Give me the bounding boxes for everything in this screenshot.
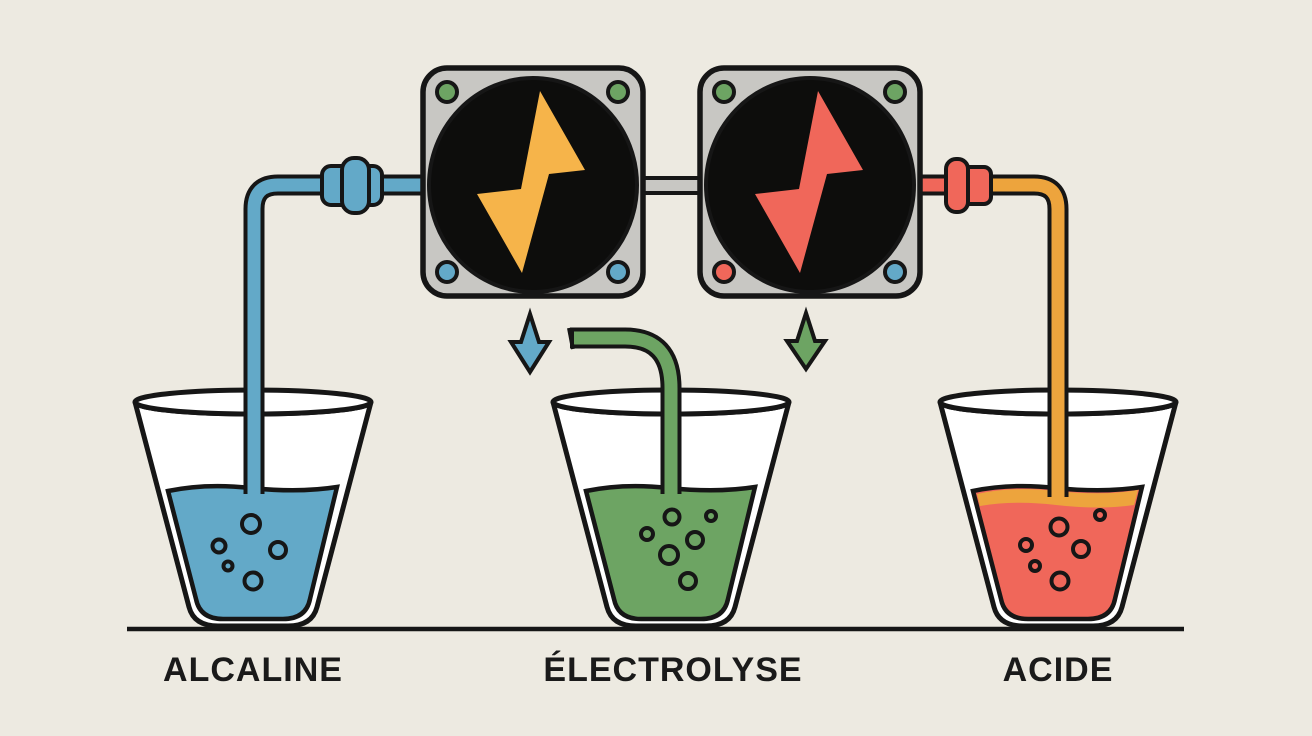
bubble xyxy=(678,571,698,591)
bubble xyxy=(685,530,705,550)
corner-dot xyxy=(883,260,907,284)
beaker-liquid xyxy=(165,483,340,622)
corner-dots xyxy=(712,80,907,284)
arrow-down-icon xyxy=(507,307,553,376)
bubble xyxy=(639,526,655,542)
tube-blue xyxy=(243,174,430,494)
bubble xyxy=(242,570,264,592)
corner-dot xyxy=(712,260,736,284)
corner-dot xyxy=(712,80,736,104)
bubble xyxy=(704,509,718,523)
bubble xyxy=(1048,516,1070,538)
power-module-left xyxy=(420,65,646,299)
label-electrolyse: ÉLECTROLYSE xyxy=(543,651,802,689)
corner-dot xyxy=(435,80,459,104)
tube-fill xyxy=(574,331,678,494)
connector-bar xyxy=(635,176,705,195)
label-acide: ACIDE xyxy=(1003,651,1114,689)
tube-fitting-coral xyxy=(944,157,993,214)
tube-fill xyxy=(986,178,1065,497)
lightning-bolt-icon xyxy=(755,91,863,273)
beaker-alcaline xyxy=(132,387,374,629)
corner-dots xyxy=(435,80,630,284)
corner-dot xyxy=(606,80,630,104)
tube-fitting-blue xyxy=(320,156,384,215)
power-module-right xyxy=(697,65,923,299)
bubble xyxy=(1093,508,1107,522)
bubble xyxy=(1071,539,1091,559)
bubble xyxy=(658,544,680,566)
bubbles xyxy=(639,507,718,591)
tube-fill xyxy=(247,178,430,494)
bubble xyxy=(240,513,262,535)
label-alcaline: ALCALINE xyxy=(163,651,343,689)
lightning-bolt-icon xyxy=(477,91,585,273)
bubble xyxy=(221,559,235,573)
bubbles xyxy=(1018,508,1107,592)
bubble xyxy=(1028,559,1042,573)
corner-dot xyxy=(435,260,459,284)
bubble xyxy=(268,540,288,560)
tube-green xyxy=(567,327,682,494)
bubble xyxy=(1018,537,1034,553)
tube-orange xyxy=(986,174,1069,497)
liquid-surface-band xyxy=(977,489,1138,508)
beaker-acide xyxy=(937,387,1179,629)
bubble xyxy=(662,507,682,527)
tube-end-cut xyxy=(567,327,575,350)
corner-dot xyxy=(606,260,630,284)
bubble xyxy=(210,537,228,555)
arrow-down-icon xyxy=(783,306,829,373)
bubble xyxy=(1049,570,1071,592)
fitting-ring xyxy=(340,156,371,215)
corner-dot xyxy=(883,80,907,104)
fitting-ring xyxy=(944,157,970,214)
bubbles xyxy=(210,513,288,592)
